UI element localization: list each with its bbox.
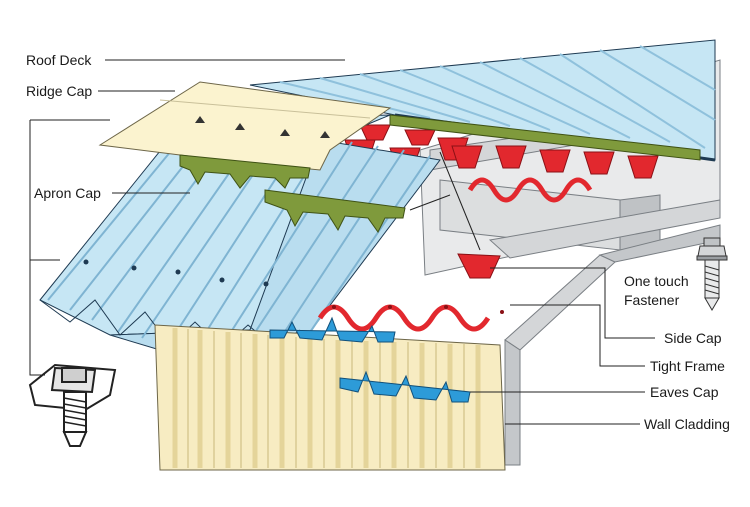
tight-frame-lower	[317, 304, 491, 332]
fastener-closeup-icon	[28, 363, 117, 447]
side-cap-detached	[457, 253, 501, 279]
leader-lines	[29, 59, 655, 425]
label-one-touch-line1: One touch	[624, 273, 689, 289]
label-ridge-cap: Ridge Cap	[26, 83, 92, 99]
apron-cap-back	[389, 114, 701, 161]
label-tight-frame: Tight Frame	[650, 358, 725, 374]
label-roof-deck: Roof Deck	[26, 52, 92, 68]
tight-frame-upper	[467, 177, 593, 203]
label-eaves-cap: Eaves Cap	[650, 384, 719, 400]
label-apron-cap: Apron Cap	[34, 185, 101, 201]
wall-cladding	[154, 324, 506, 471]
label-side-cap: Side Cap	[664, 330, 722, 346]
apron-cap-upper	[179, 154, 311, 189]
fastener-bolt-icon	[696, 237, 728, 311]
eaves-cap-upper	[269, 316, 396, 343]
eaves-cap-detached	[339, 370, 471, 403]
label-one-touch-line2: Fastener	[624, 292, 680, 308]
apron-cap-detached	[264, 189, 406, 233]
label-wall-cladding: Wall Cladding	[644, 416, 730, 432]
